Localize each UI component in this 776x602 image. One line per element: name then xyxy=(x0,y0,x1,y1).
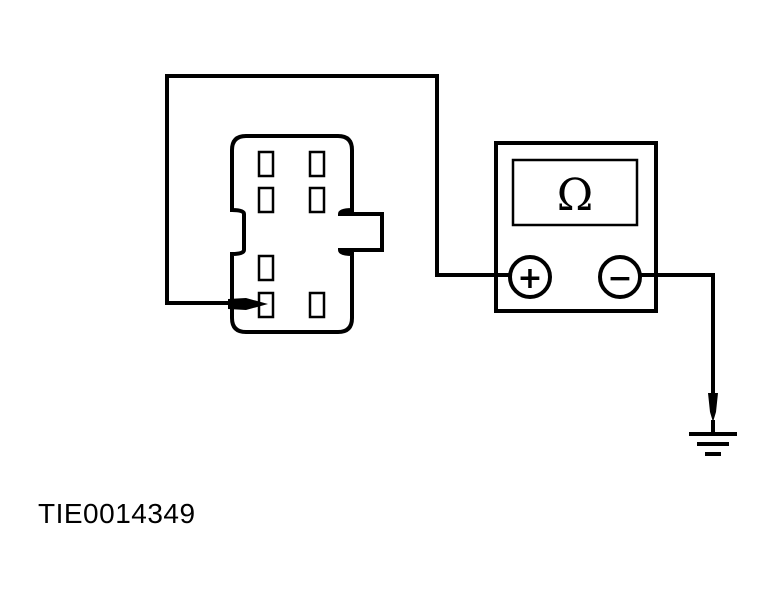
meter-display xyxy=(511,158,639,227)
test-lead-positive xyxy=(165,74,510,305)
negative-terminal-label: − xyxy=(607,261,632,296)
positive-terminal-label: + xyxy=(517,261,542,296)
ohmmeter-icon: Ω + − xyxy=(494,141,658,313)
positive-terminal xyxy=(508,255,552,299)
ohm-symbol: Ω xyxy=(557,170,593,221)
connector-pin xyxy=(308,291,326,319)
connector-icon xyxy=(230,134,384,334)
test-probe-icon xyxy=(228,298,268,310)
connector-pin xyxy=(257,186,275,214)
connector-pin xyxy=(257,150,275,178)
figure-id: TIE0014349 xyxy=(38,498,196,529)
connector-pin xyxy=(308,186,326,214)
ground-symbol-icon xyxy=(689,393,737,456)
connector-pin xyxy=(257,254,275,282)
connector-pin xyxy=(308,150,326,178)
test-lead-negative xyxy=(640,273,715,395)
